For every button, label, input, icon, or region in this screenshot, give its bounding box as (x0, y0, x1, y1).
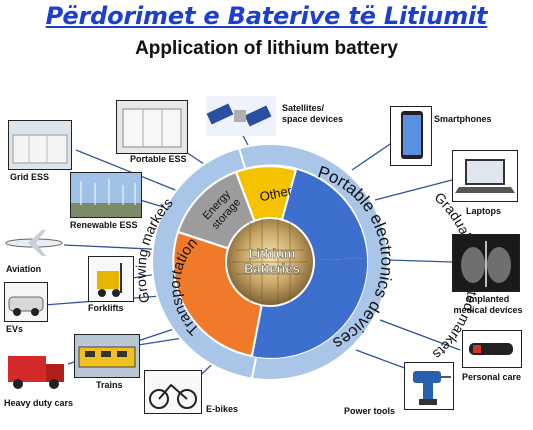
grid-ess-photo (8, 120, 72, 170)
connector-personal-care (379, 319, 461, 351)
label-aviation: Aviation (6, 264, 42, 274)
power-tool-photo (404, 362, 454, 410)
label-medical-line2: medical devices (453, 305, 523, 315)
label-renewable-ess: Renewable ESS (70, 220, 138, 230)
diagram-title: Përdorimet e Baterive të Litiumit (45, 2, 488, 30)
label-laptops: Laptops (466, 206, 501, 216)
personal-care-photo (462, 330, 522, 368)
portable-ess-photo (116, 100, 188, 154)
laptop-photo (452, 150, 518, 202)
label-satellites-line2: space devices (282, 114, 344, 124)
xray-photo (452, 234, 520, 292)
label-power-tools: Power tools (344, 406, 396, 416)
connector-power-tools (355, 349, 411, 371)
ebike-photo (144, 370, 202, 414)
renewable-ess-photo (70, 172, 142, 218)
label-ebikes: E-bikes (206, 404, 239, 414)
label-grid-ess: Grid ESS (10, 172, 50, 182)
label-satellites-line1: Satellites/ (282, 103, 325, 113)
sector-label-other: Other (258, 183, 294, 205)
truck-photo (4, 348, 68, 394)
ev-photo (4, 282, 48, 322)
label-portable-ess: Portable ESS (130, 154, 187, 164)
train-photo (74, 334, 140, 378)
label-personal-care: Personal care (462, 372, 522, 382)
satellite-photo (206, 96, 276, 136)
smartphone-photo (390, 106, 432, 166)
label-heavy-duty: Heavy duty cars (4, 398, 74, 408)
label-evs: EVs (6, 324, 24, 334)
label-trains: Trains (96, 380, 123, 390)
connector-smartphones (351, 139, 397, 171)
diagram-subtitle: Application of lithium battery (135, 38, 398, 59)
label-forklifts: Forklifts (88, 303, 124, 313)
connector-laptops (374, 179, 453, 201)
label-smartphones: Smartphones (434, 114, 492, 124)
aviation-photo (2, 226, 64, 260)
forklift-photo (88, 256, 134, 302)
label-medical-line1: Implanted (466, 294, 510, 304)
center-label-line1: Lithium (249, 246, 296, 261)
center-label-line2: Batteries (244, 261, 300, 276)
connector-medical (387, 259, 453, 263)
